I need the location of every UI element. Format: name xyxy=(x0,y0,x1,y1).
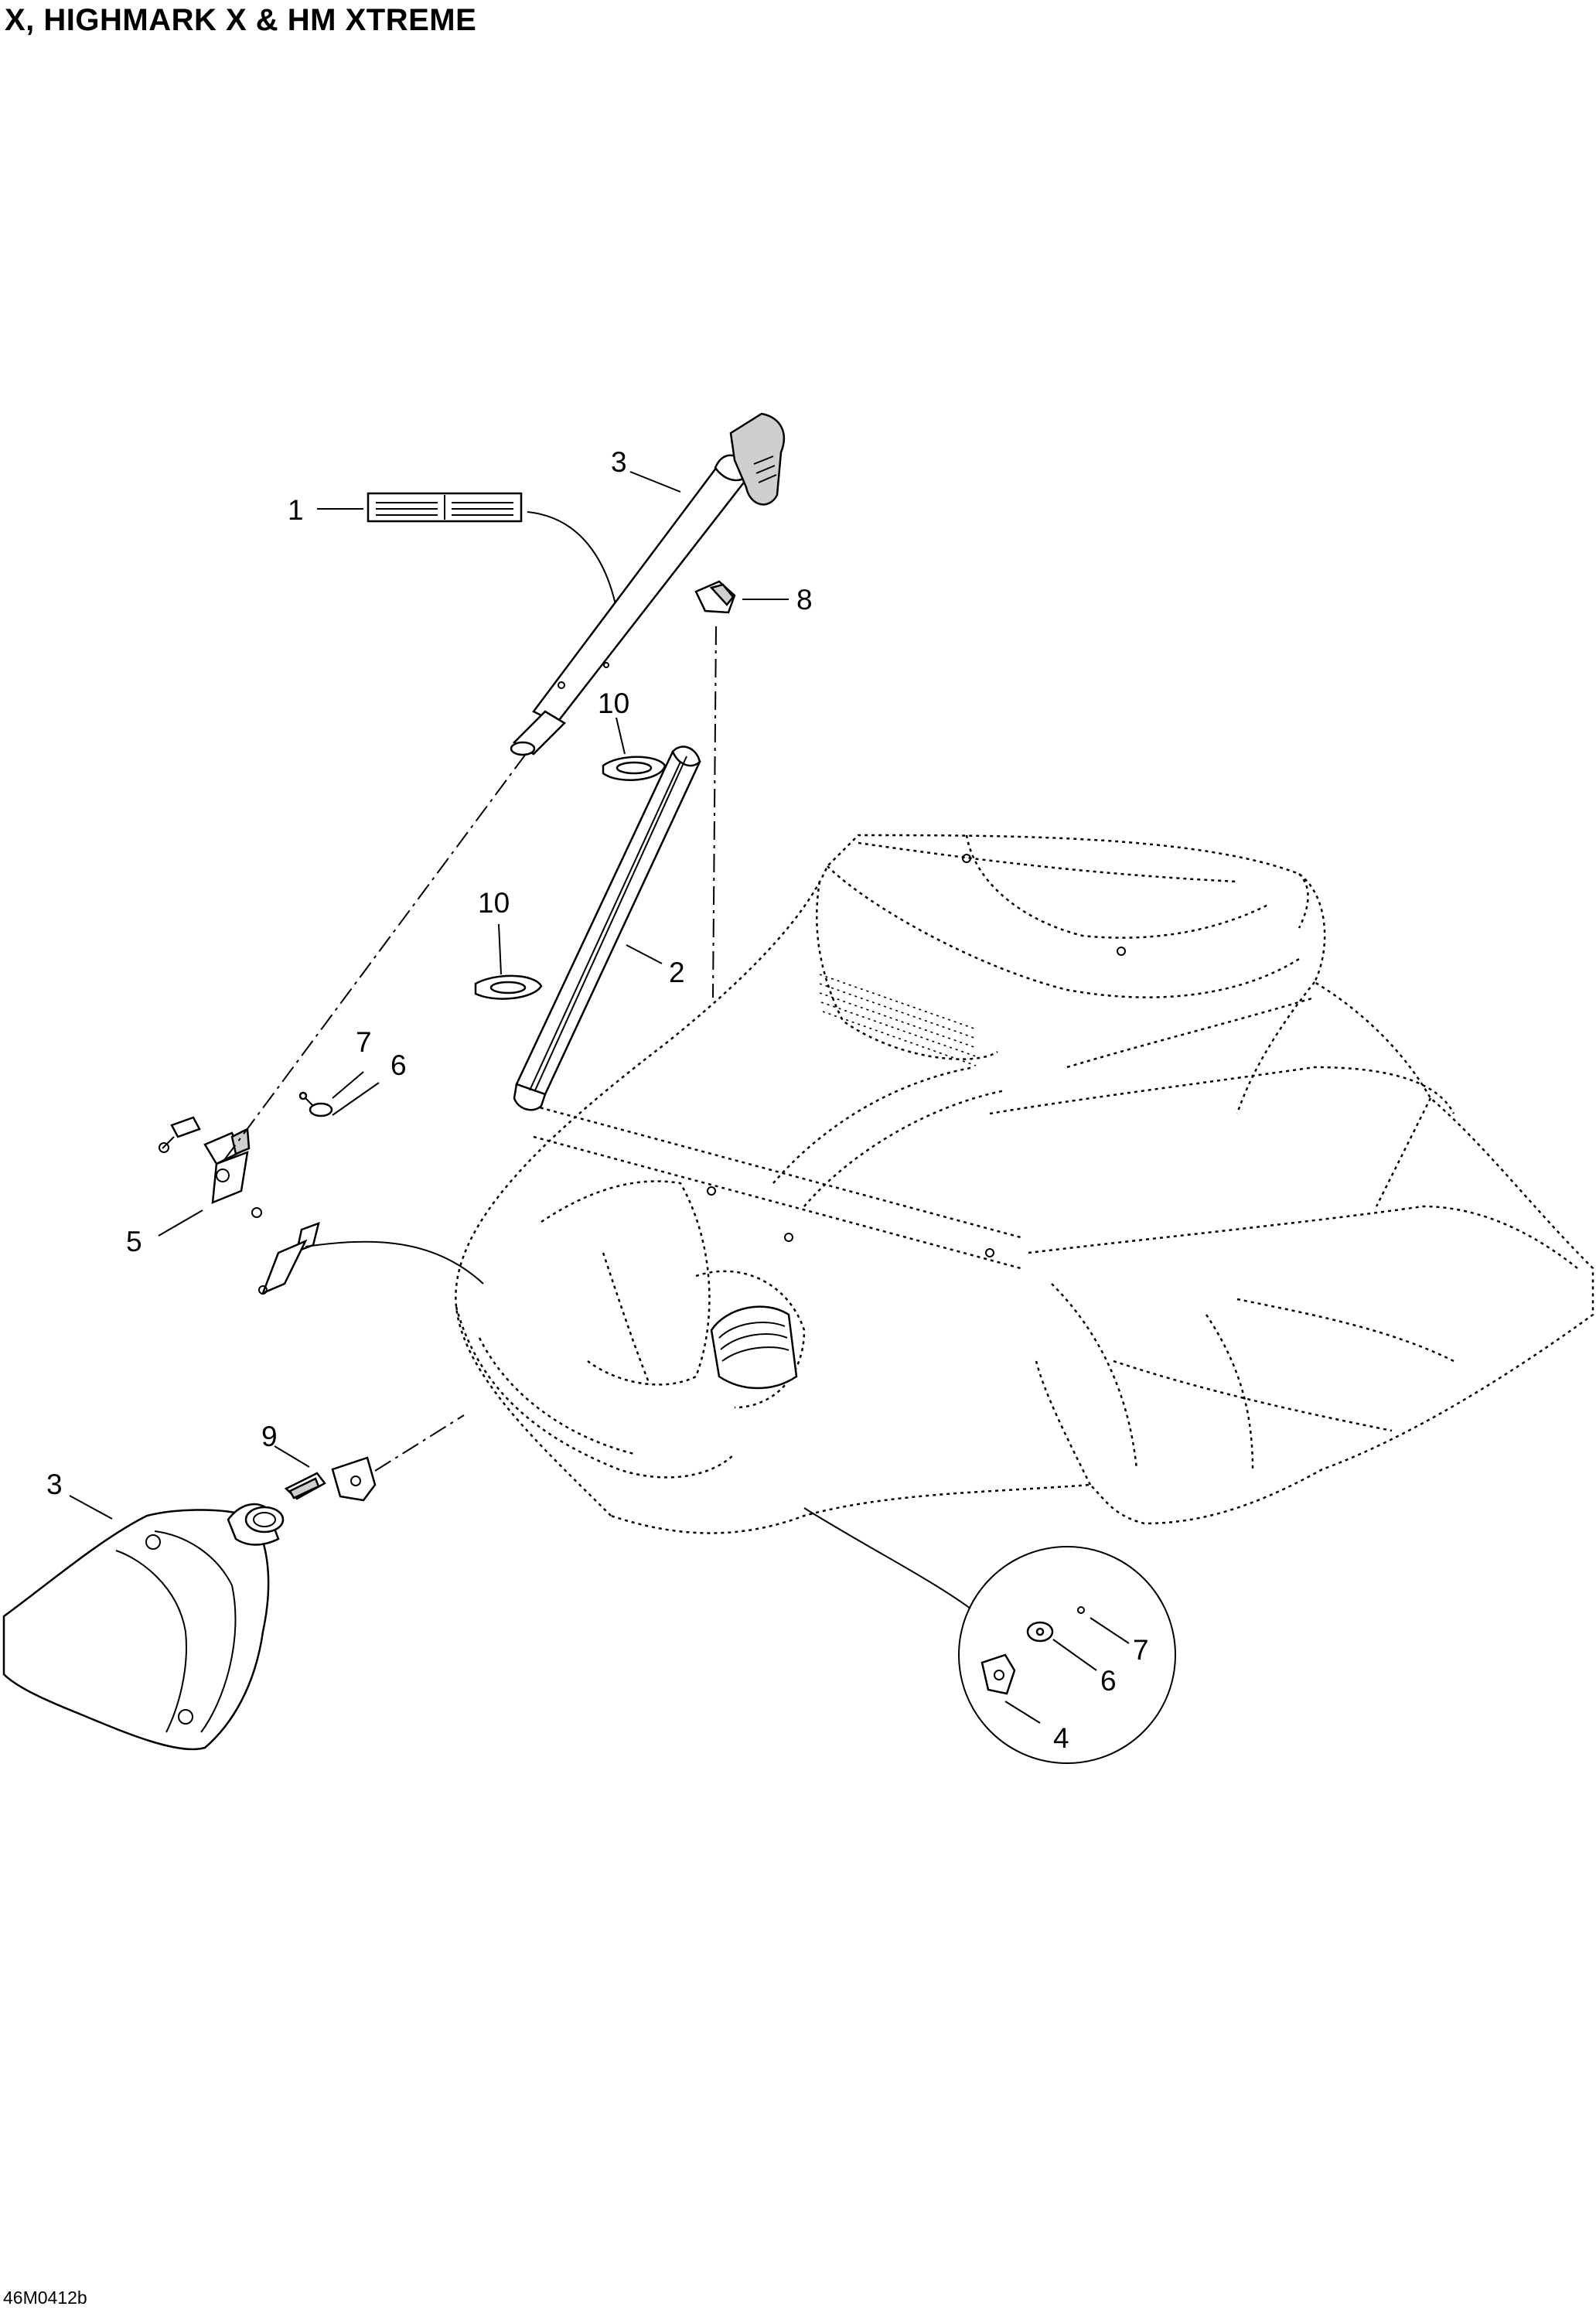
hood-louvers xyxy=(819,974,977,1066)
leader-4 xyxy=(1004,1701,1041,1724)
part-3-shovel-handle xyxy=(510,412,786,756)
detail-view-circle xyxy=(958,1546,1176,1764)
part-10-grommet-top xyxy=(602,756,667,781)
callout-7-left: 7 xyxy=(356,1026,372,1058)
leader-1-to-handle xyxy=(527,511,619,621)
leader-5 xyxy=(158,1209,203,1237)
callout-6-left: 6 xyxy=(390,1049,407,1081)
dash-handle-to-bracket xyxy=(223,753,527,1161)
dash-5 xyxy=(162,1136,175,1149)
leader-10-bottom xyxy=(498,923,502,975)
part-1-decal xyxy=(367,492,523,523)
callout-10-top: 10 xyxy=(598,687,629,719)
callout-3-bottom: 3 xyxy=(46,1469,63,1500)
fan-duct xyxy=(710,1305,798,1390)
callout-9: 9 xyxy=(261,1421,278,1452)
callout-4: 4 xyxy=(1053,1722,1069,1754)
leader-7-detail xyxy=(1090,1617,1130,1644)
snowmobile-body-drawing xyxy=(455,834,1594,1534)
part-6-washer-left xyxy=(309,1102,333,1117)
page-title: X, HIGHMARK X & HM XTREME xyxy=(5,3,477,37)
callout-8: 8 xyxy=(796,584,813,616)
callout-6-detail: 6 xyxy=(1100,1665,1117,1697)
part-7-screw-left xyxy=(298,1091,314,1107)
callout-1: 1 xyxy=(288,494,304,526)
leader-10-top xyxy=(616,717,626,755)
leader-3-top xyxy=(629,471,681,493)
figure-code: 46M0412b xyxy=(3,2288,87,2308)
dash-8 xyxy=(712,626,717,998)
part-2-holder-tube xyxy=(513,745,701,1111)
callout-10-bottom: 10 xyxy=(478,887,510,919)
leader-7-left xyxy=(332,1071,364,1099)
leader-3-bottom xyxy=(69,1495,113,1520)
leader-6-detail xyxy=(1052,1639,1097,1671)
part-10-grommet-bottom xyxy=(474,974,543,1000)
leader-6-left xyxy=(332,1082,380,1116)
leader-detail xyxy=(803,1507,971,1609)
part-5-bracket xyxy=(159,1116,320,1295)
dash-9 xyxy=(374,1414,465,1472)
part-9-bracket xyxy=(284,1456,377,1502)
leader-9 xyxy=(274,1445,310,1468)
part-3-shovel-blade xyxy=(2,1503,285,1751)
callout-5: 5 xyxy=(126,1226,142,1257)
callout-3-top: 3 xyxy=(611,446,627,478)
leader-2 xyxy=(626,944,663,964)
part-8-clip xyxy=(694,580,736,614)
callout-2: 2 xyxy=(669,957,685,988)
leader-bracket-to-body xyxy=(305,1240,484,1285)
callout-7-detail: 7 xyxy=(1133,1634,1149,1666)
